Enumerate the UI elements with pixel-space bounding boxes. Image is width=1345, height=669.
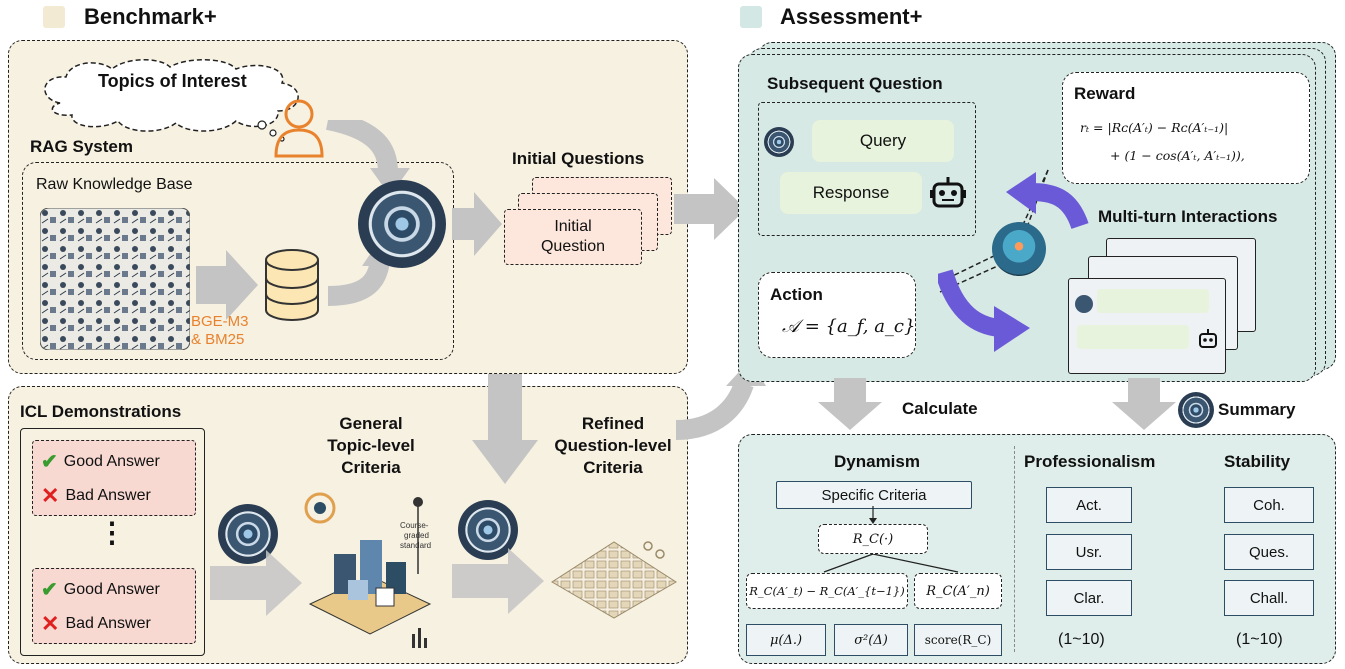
demo-pair-2: ✔ Good Answer ✕ Bad Answer: [32, 568, 196, 644]
response-chip: Response: [780, 172, 922, 214]
refined-criteria-label: Refined Question-level Criteria: [554, 414, 672, 477]
query-bubble: [1097, 289, 1209, 313]
knowledge-base-collage: [40, 208, 190, 350]
stab-range: (1~10): [1236, 631, 1283, 648]
rag-system-label: RAG System: [30, 137, 133, 156]
assessment-title: Assessment+: [780, 4, 923, 29]
multi-turn-label: Multi-turn Interactions: [1098, 207, 1278, 226]
svg-text:Course-: Course-: [400, 521, 429, 530]
icl-demonstrations-label: ICL Demonstrations: [20, 402, 182, 421]
initial-questions-label: Initial Questions: [512, 149, 645, 168]
llm-icon: [764, 127, 794, 157]
professionalism-label: Professionalism: [1024, 452, 1156, 471]
database-icon: [265, 249, 319, 321]
llm-icon: [1075, 295, 1093, 313]
cross-icon: ✕: [41, 611, 60, 636]
dynamism-label: Dynamism: [834, 452, 920, 471]
reward-formula-line1: rₜ = |Rᴄ(A′ₜ) − Rᴄ(A′ₜ₋₁)|: [1080, 120, 1229, 135]
prof-item-clar: Clar.: [1046, 580, 1132, 616]
dynamism-tree-lines: [823, 506, 959, 573]
stab-item-ques: Ques.: [1224, 534, 1314, 570]
benchmark-title: Benchmark+: [84, 4, 217, 29]
rc-dot-box: R_C(·): [818, 524, 928, 554]
query-chip: Query: [812, 120, 954, 162]
user-icon: [274, 99, 324, 158]
cross-icon: ✕: [41, 483, 60, 508]
calculate-label: Calculate: [902, 399, 978, 418]
demo-pair-1: ✔ Good Answer ✕ Bad Answer: [32, 440, 196, 516]
purple-arrow-down: [938, 269, 1030, 352]
arrow-calculate: [818, 378, 882, 430]
arrow-to-refined-criteria: [452, 548, 544, 614]
prof-item-act: Act.: [1046, 487, 1132, 523]
arrow-to-general-criteria: [210, 550, 302, 616]
prof-item-usr: Usr.: [1046, 534, 1132, 570]
general-criteria-illustration: Course- graded standard: [304, 492, 432, 648]
stability-label: Stability: [1224, 452, 1291, 471]
assessment-legend-swatch: [740, 6, 762, 28]
chat-card-1: [1068, 278, 1226, 374]
reward-label: Reward: [1074, 84, 1136, 103]
thought-cloud: [44, 59, 299, 142]
good-answer-label: Good Answer: [63, 580, 160, 598]
subsequent-question-label: Subsequent Question: [767, 74, 943, 93]
robot-icon: [1199, 329, 1217, 348]
arrow-to-assessment: [674, 178, 746, 240]
specific-criteria-box: Specific Criteria: [776, 481, 972, 509]
rag-system-box: [22, 162, 454, 360]
bad-answer-label: Bad Answer: [65, 487, 151, 504]
benchmark-legend-swatch: [43, 6, 65, 28]
rc-diff-box: R_C(A′_t) − R_C(A′_{t−1}): [746, 573, 908, 609]
purple-arrow-up: [1006, 172, 1089, 230]
llm-icon: [358, 180, 446, 268]
arrow-down-criteria: [472, 374, 538, 484]
arrow-summary: [1112, 378, 1176, 430]
good-answer-label: Good Answer: [63, 452, 160, 470]
stab-item-coh: Coh.: [1224, 487, 1314, 523]
topics-of-interest: Topics of Interest: [98, 71, 247, 91]
mu-box: μ(Δ.): [746, 624, 826, 656]
svg-text:graded: graded: [404, 531, 429, 540]
agent-icon: [992, 222, 1046, 276]
icl-demonstrations-box: [20, 428, 205, 656]
reward-box: [1062, 72, 1310, 184]
score-box: score(R_C): [914, 624, 1002, 656]
summary-label: Summary: [1218, 400, 1296, 419]
bad-answer-label: Bad Answer: [65, 615, 151, 632]
refined-criteria-illustration: [551, 541, 677, 619]
prof-range: (1~10): [1058, 631, 1105, 648]
action-formula: 𝒜 = {a_f, a_c}: [782, 316, 916, 337]
action-box: [758, 272, 916, 358]
reward-formula-line2: + (1 − cos(A′ₜ, A′ₜ₋₁)),: [1110, 148, 1245, 163]
llm-icon: [1178, 392, 1214, 428]
initial-question-card: Initial Question: [504, 209, 642, 265]
stab-item-chall: Chall.: [1224, 580, 1314, 616]
general-criteria-label: General Topic-level Criteria: [327, 414, 415, 477]
robot-icon: [930, 177, 966, 208]
metrics-divider: [1014, 446, 1015, 652]
response-bubble: [1077, 325, 1189, 349]
sigma-box: σ²(Δ): [834, 624, 908, 656]
check-icon: ✔: [41, 579, 58, 601]
retriever-label: BGE-M3 & BM25: [191, 313, 249, 348]
action-label: Action: [770, 285, 823, 304]
subsequent-question-box: [758, 102, 976, 236]
check-icon: ✔: [41, 451, 58, 473]
rc-n-box: R_C(A′_n): [914, 573, 1002, 609]
svg-text:standard: standard: [400, 541, 431, 550]
arrow-kb-to-db: [196, 250, 258, 320]
raw-knowledge-base-label: Raw Knowledge Base: [36, 176, 193, 193]
ellipsis: ⋮: [98, 517, 126, 548]
arrow-llm-to-questions: [452, 192, 502, 256]
